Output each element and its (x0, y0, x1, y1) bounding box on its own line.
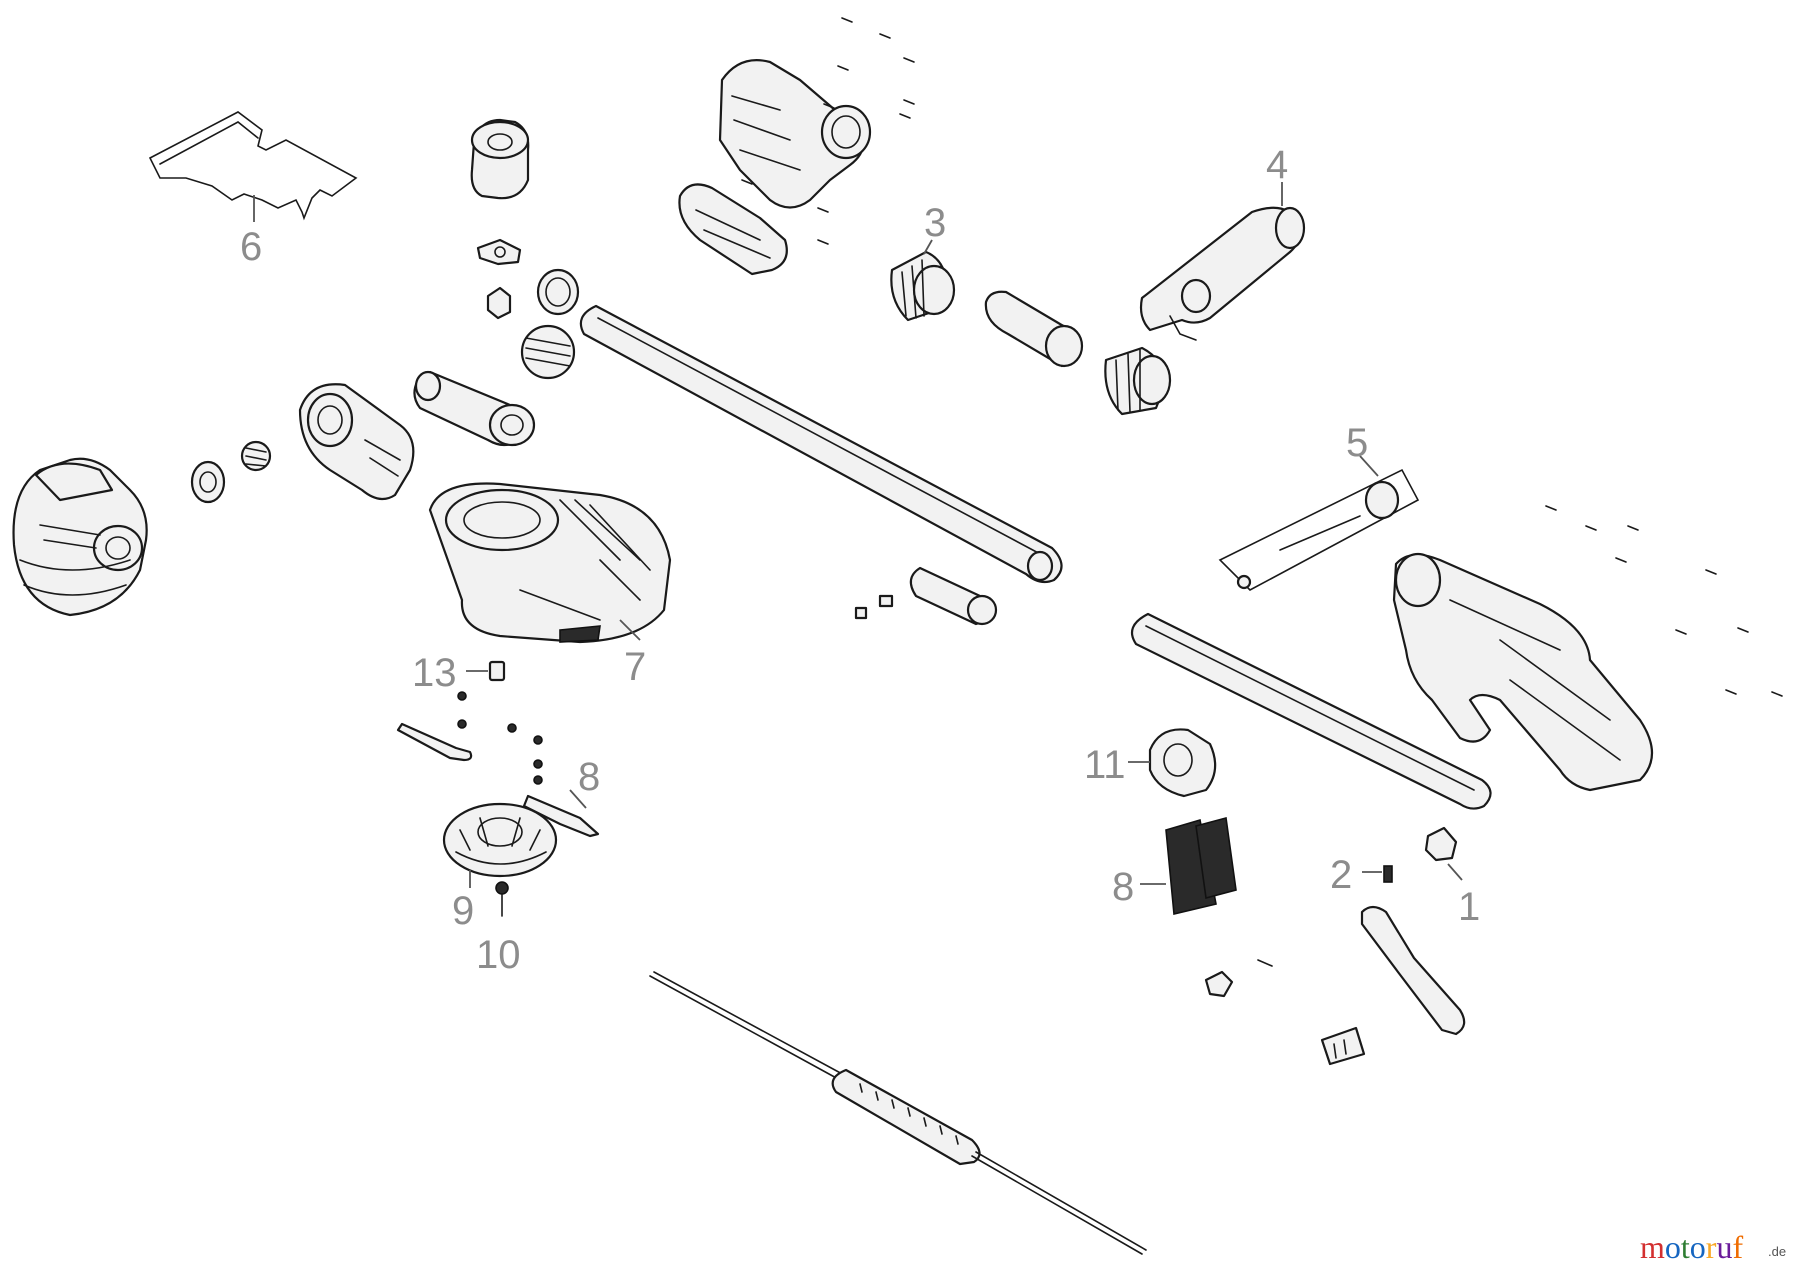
part-1-switch (1424, 826, 1463, 881)
callout-8-left: 8 (578, 755, 600, 799)
part-trigger-lever (1360, 905, 1466, 1036)
part-motor-shaft (413, 370, 536, 447)
callout-8-right: 8 (1112, 865, 1134, 909)
callout-5: 5 (1346, 421, 1368, 465)
part-small-blocks (854, 594, 894, 620)
callout-3: 3 (924, 201, 946, 245)
part-11-clip (1128, 728, 1217, 798)
part-lower-housing (678, 183, 788, 276)
callout-2: 2 (1330, 853, 1352, 897)
callout-1: 1 (1458, 885, 1480, 929)
part-small-nut (486, 286, 512, 320)
part-13-screw (466, 660, 506, 682)
part-gear-head-housing (12, 457, 148, 617)
wm-u: u (1716, 1229, 1732, 1265)
callout-9: 9 (452, 889, 474, 933)
part-screws-right (1545, 505, 1783, 697)
part-2-pin (1362, 865, 1393, 883)
part-washer-tab (476, 238, 522, 266)
part-sleeve (909, 566, 998, 626)
part-8-blade-left (522, 789, 600, 838)
callout-10: 10 (476, 933, 521, 977)
part-4-handle-clamp (1139, 182, 1306, 341)
part-coupling-shaft (984, 290, 1084, 368)
part-motor-coupling (298, 383, 415, 501)
part-screws-top (741, 17, 915, 245)
watermark-suffix: .de (1768, 1244, 1786, 1259)
part-cable (649, 971, 1147, 1255)
part-5-bolt-set (1218, 455, 1420, 591)
part-switch-block (1320, 1026, 1366, 1066)
part-spool-hardware (396, 691, 543, 785)
part-rear-handle (1392, 552, 1653, 792)
watermark-logo: motoruf .de (1640, 1229, 1786, 1265)
wm-r: r (1706, 1229, 1717, 1265)
part-small-spring (240, 440, 272, 472)
part-8-blades-right (1140, 816, 1237, 915)
part-top-cap (470, 118, 530, 200)
part-knurled-nut-2 (1104, 346, 1172, 416)
callout-13: 13 (412, 651, 457, 695)
part-9-spool (442, 802, 558, 888)
part-gear-wheel (190, 460, 226, 504)
part-lock-pin (1204, 959, 1273, 998)
callout-11: 11 (1084, 743, 1126, 787)
callout-6: 6 (240, 225, 262, 269)
wm-o2: o (1690, 1229, 1706, 1265)
watermark-text: motoruf (1640, 1229, 1743, 1265)
part-coil-spring (520, 324, 576, 380)
wm-m: m (1640, 1229, 1665, 1265)
part-ring (536, 268, 580, 316)
wm-f: f (1732, 1229, 1743, 1265)
wm-t: t (1681, 1229, 1690, 1265)
part-7-guard (428, 482, 672, 644)
part-10-screw (495, 881, 509, 917)
part-6-wire-bracket (148, 111, 358, 222)
callout-4: 4 (1266, 143, 1288, 187)
part-main-shaft-upper (579, 304, 1063, 584)
callout-7: 7 (624, 645, 646, 689)
part-3-knurled-nut (890, 239, 956, 322)
wm-o1: o (1665, 1229, 1681, 1265)
part-main-shaft-lower (1130, 612, 1492, 810)
part-upper-housing (718, 59, 872, 209)
